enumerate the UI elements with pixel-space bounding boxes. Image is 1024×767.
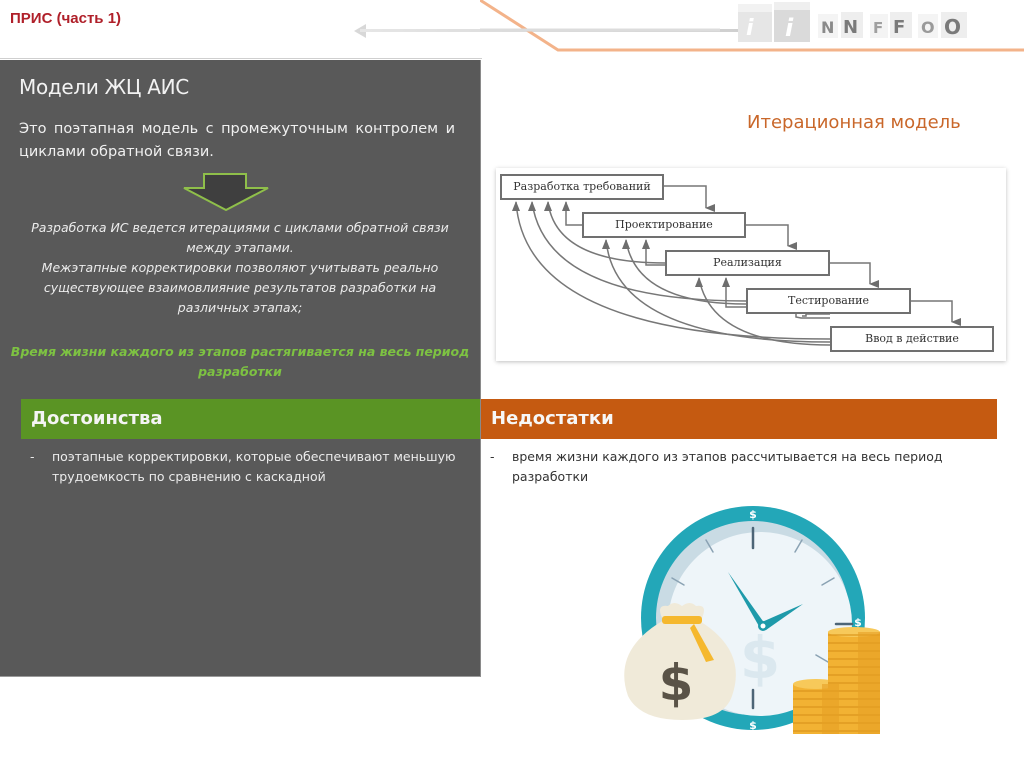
feedback-arrows — [512, 185, 961, 346]
cons-list: - время жизни каждого из этапов рассчиты… — [490, 447, 990, 487]
svg-text:$: $ — [740, 624, 780, 692]
pros-header: Достоинства — [21, 399, 480, 439]
svg-text:N: N — [821, 18, 834, 37]
svg-text:N: N — [843, 17, 858, 38]
svg-text:F: F — [893, 17, 905, 38]
description-text: Разработка ИС ведется итерациями с цикла… — [10, 218, 470, 318]
content-panel — [0, 60, 481, 677]
iteration-model-diagram: Разработка требований Проектирование Реа… — [496, 168, 1006, 361]
info-logo-graphic: i i N N F F O O — [479, 0, 1024, 52]
svg-text:$: $ — [749, 719, 757, 732]
header-bottom-divider — [0, 58, 482, 59]
svg-text:O: O — [921, 18, 935, 37]
panel-intro-text: Это поэтапная модель с промежуточным кон… — [19, 121, 455, 160]
bullet-dash: - — [30, 449, 35, 464]
svg-text:F: F — [873, 19, 883, 37]
stage-deployment: Ввод в действие — [830, 326, 994, 352]
svg-text:O: O — [944, 15, 961, 39]
down-arrow-icon — [180, 172, 272, 216]
stage-design: Проектирование — [582, 212, 746, 238]
stage-testing: Тестирование — [746, 288, 911, 314]
list-item-text: поэтапные корректировки, которые обеспеч… — [52, 449, 456, 484]
clock-money-icon: $ $ $ $ $ — [610, 500, 910, 767]
svg-text:$: $ — [749, 508, 757, 521]
cons-header: Недостатки — [481, 399, 997, 439]
list-item: - поэтапные корректировки, которые обесп… — [30, 447, 470, 487]
diagram-title: Итерационная модель — [747, 112, 961, 133]
svg-text:$: $ — [659, 654, 694, 712]
description-line: Разработка ИС ведется итерациями с цикла… — [31, 220, 449, 255]
list-item: - время жизни каждого из этапов рассчиты… — [490, 447, 990, 487]
svg-text:$: $ — [854, 616, 862, 629]
bullet-dash: - — [490, 449, 495, 464]
stage-requirements: Разработка требований — [500, 174, 664, 200]
svg-text:i: i — [785, 14, 794, 42]
slide-title: ПРИС (часть 1) — [10, 10, 122, 27]
panel-heading: Модели ЖЦ АИС — [19, 75, 189, 99]
stage-implementation: Реализация — [665, 250, 830, 276]
info-logo: i i N N F F O O — [479, 0, 1024, 60]
description-line: Межэтапные корректировки позволяют учиты… — [41, 260, 439, 315]
highlight-text: Время жизни каждого из этапов растягивае… — [10, 344, 470, 379]
svg-text:i: i — [746, 16, 754, 41]
list-item-text: время жизни каждого из этапов рассчитыва… — [512, 449, 943, 484]
pros-list: - поэтапные корректировки, которые обесп… — [30, 447, 470, 487]
